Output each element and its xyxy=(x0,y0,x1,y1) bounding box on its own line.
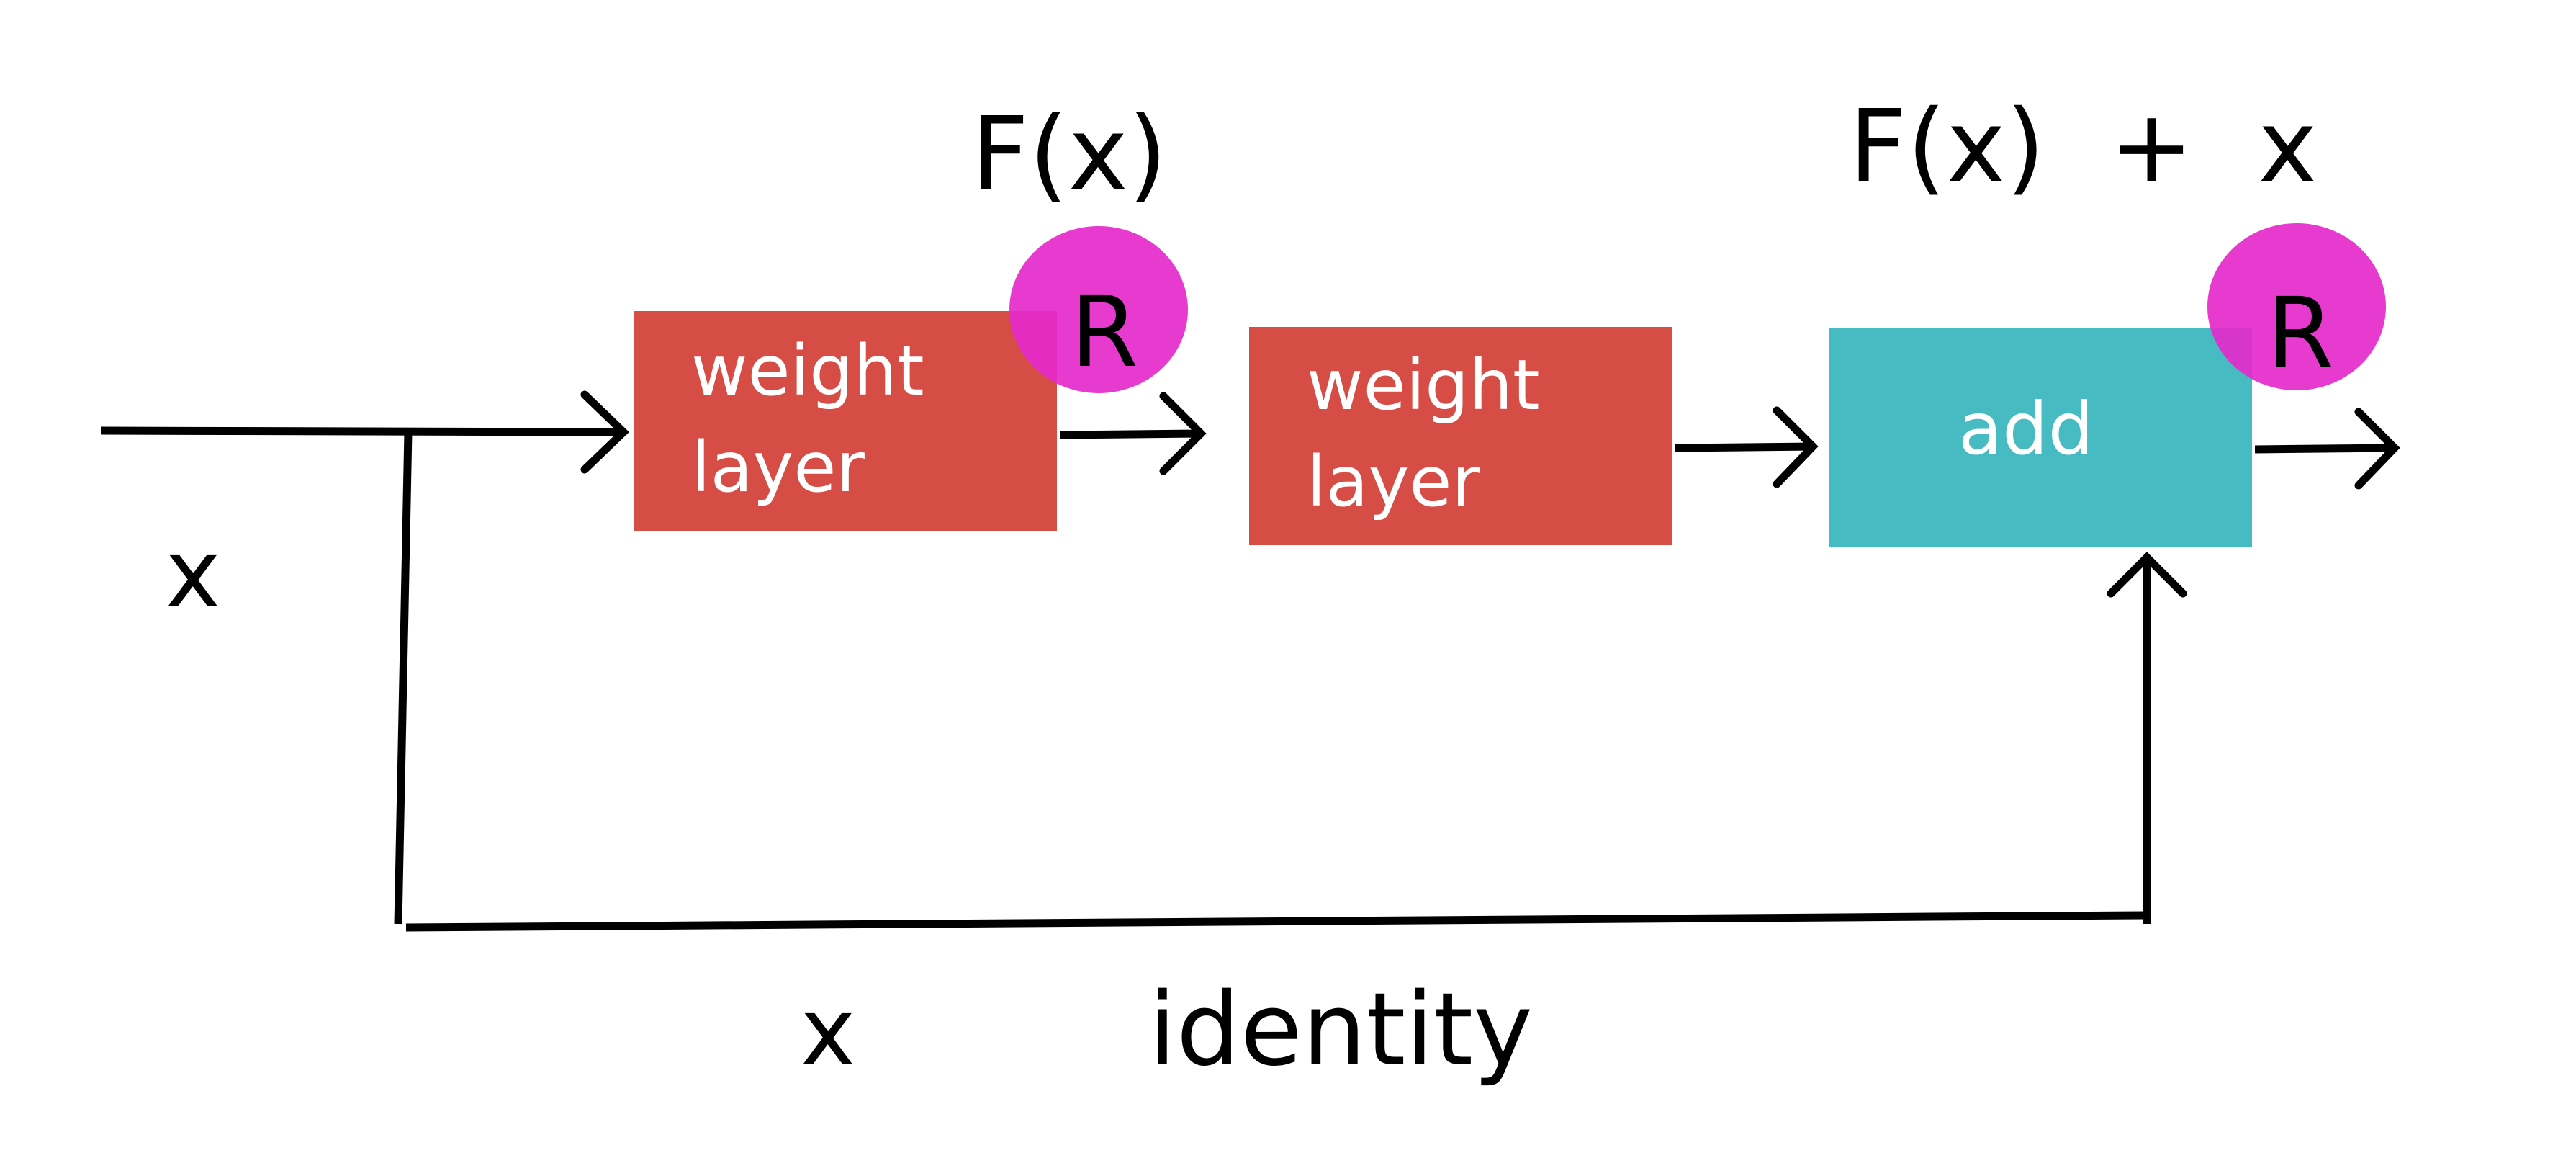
input-arrow-shaft xyxy=(100,426,626,436)
output-arrow-head xyxy=(2354,408,2400,490)
add-label: add xyxy=(1958,387,2094,471)
relu-badge-2 xyxy=(2207,223,2386,390)
arrow-2-to-add-shaft xyxy=(1675,442,1815,452)
weight-layer-2-block xyxy=(1249,327,1672,545)
weight-layer-2-line2: layer xyxy=(1307,441,1480,522)
arrow-2-to-add-head xyxy=(1773,406,1819,488)
add-block xyxy=(1829,328,2252,547)
output-arrow-shaft xyxy=(2254,444,2395,454)
weight-layer-1-line1: weight xyxy=(691,331,924,411)
weight-layer-1-line2: layer xyxy=(691,427,865,508)
relu-badge-1-label: R xyxy=(1071,276,1139,390)
weight-layer-2-line1: weight xyxy=(1307,345,1540,426)
skip-connection-horizontal xyxy=(405,911,2144,932)
skip-connection-down xyxy=(394,431,413,925)
arrow-1-to-2-shaft xyxy=(1059,429,1203,439)
skip-x-label: x xyxy=(801,977,856,1087)
relu-badge-1 xyxy=(1009,226,1188,393)
fx-plus-x-label: F(x) + x xyxy=(1849,89,2318,206)
relu-badge-2-label: R xyxy=(2266,277,2335,391)
arrow-1-to-2-head xyxy=(1159,392,1207,475)
identity-label: identity xyxy=(1148,971,1533,1089)
skip-arrow-head xyxy=(2107,552,2187,598)
fx-label: F(x) xyxy=(971,96,1168,213)
input-x-label: x xyxy=(166,519,221,629)
input-arrow-head xyxy=(580,390,629,474)
weight-layer-1-block xyxy=(634,311,1057,531)
